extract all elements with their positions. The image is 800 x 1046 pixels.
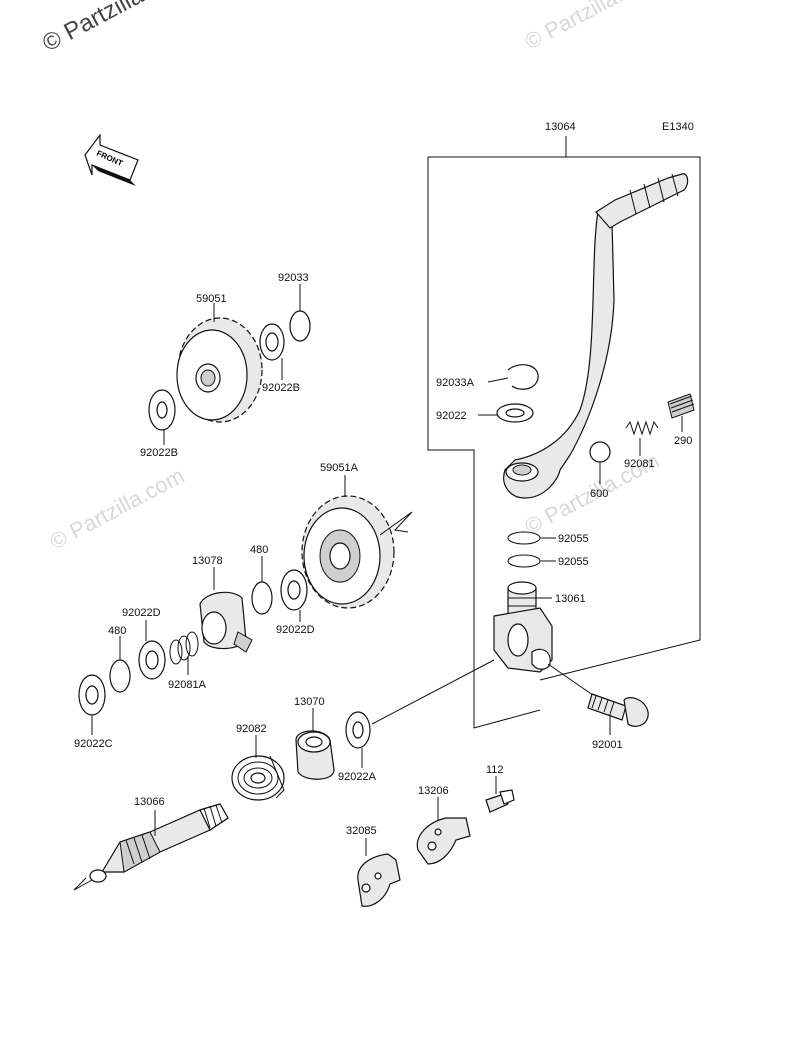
kick-boss-13061 bbox=[493, 581, 553, 673]
label-92022: 92022 bbox=[436, 410, 467, 422]
washer-92022a bbox=[345, 711, 371, 749]
gear-59051a bbox=[301, 495, 395, 609]
circlip-92033 bbox=[289, 310, 311, 342]
label-92082: 92082 bbox=[236, 723, 267, 735]
label-92081a: 92081A bbox=[168, 679, 207, 691]
label-13206: 13206 bbox=[418, 785, 449, 797]
watermark-top-right: © Partzilla.com bbox=[521, 0, 664, 54]
ball-600 bbox=[589, 441, 611, 463]
label-92022c: 92022C bbox=[74, 738, 113, 750]
label-13066: 13066 bbox=[134, 796, 165, 808]
circlip-92033a bbox=[507, 364, 539, 390]
circlip-480-upper bbox=[251, 581, 273, 615]
label-13070: 13070 bbox=[294, 696, 325, 708]
circlip-480-lower bbox=[109, 659, 131, 693]
washer-92022c bbox=[78, 674, 106, 716]
ratchet-13078 bbox=[199, 591, 253, 653]
label-92033a: 92033A bbox=[436, 377, 475, 389]
label-59051a: 59051A bbox=[320, 462, 359, 474]
label-92055-upper: 92055 bbox=[558, 533, 589, 545]
guide-32085 bbox=[357, 853, 401, 907]
label-600: 600 bbox=[590, 488, 608, 500]
washer-92022d-left bbox=[138, 640, 166, 680]
o-ring-92055-upper bbox=[507, 531, 541, 545]
label-480-upper: 480 bbox=[250, 544, 268, 556]
label-92055-lower: 92055 bbox=[558, 556, 589, 568]
o-ring-92055-lower bbox=[507, 554, 541, 568]
watermark-top-left: © Partzilla bbox=[38, 0, 148, 57]
label-92022d-left: 92022D bbox=[122, 607, 161, 619]
gear-icon bbox=[176, 317, 263, 423]
collar-13070 bbox=[295, 730, 335, 780]
kickstarter-shaft-13066 bbox=[89, 803, 229, 883]
label-13064: 13064 bbox=[545, 121, 576, 133]
washer-92022b-upper bbox=[259, 323, 285, 361]
washer-92022d-right bbox=[280, 569, 308, 611]
spring-icon bbox=[625, 420, 659, 436]
kick-pedal-lever bbox=[503, 173, 689, 499]
label-13078: 13078 bbox=[192, 555, 223, 567]
front-arrow-icon: FRONT bbox=[84, 133, 139, 186]
label-92022a: 92022A bbox=[338, 771, 377, 783]
label-290: 290 bbox=[674, 435, 692, 447]
washer-92022b-lower bbox=[148, 389, 176, 431]
spring-290 bbox=[667, 393, 695, 419]
shaft-axis-line bbox=[371, 659, 495, 725]
watermark-middle-left: © Partzilla.com bbox=[46, 463, 189, 555]
washer-icon bbox=[496, 403, 534, 423]
label-32085: 32085 bbox=[346, 825, 377, 837]
label-92022d-right: 92022D bbox=[276, 624, 315, 636]
label-92081: 92081 bbox=[624, 458, 655, 470]
spring-92081a bbox=[169, 631, 199, 665]
label-92033: 92033 bbox=[278, 272, 309, 284]
diagram-code: E1340 bbox=[662, 121, 694, 133]
label-112: 112 bbox=[486, 764, 504, 776]
bolt-icon bbox=[547, 663, 649, 727]
label-480-lower: 480 bbox=[108, 625, 126, 637]
label-92001: 92001 bbox=[592, 739, 623, 751]
label-92022b-lower: 92022B bbox=[140, 447, 178, 459]
label-59051: 59051 bbox=[196, 293, 227, 305]
label-13061: 13061 bbox=[555, 593, 586, 605]
label-92022b-upper: 92022B bbox=[262, 382, 300, 394]
bolt-112 bbox=[485, 789, 515, 813]
spring-92082 bbox=[231, 755, 285, 801]
kick-pedal-assembly-outline bbox=[427, 136, 701, 729]
plate-13206 bbox=[416, 817, 471, 865]
